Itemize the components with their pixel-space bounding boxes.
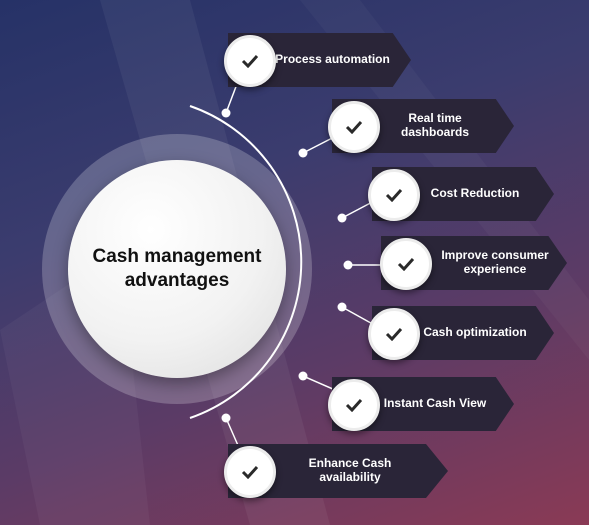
connector-dot-3 <box>337 213 347 223</box>
check-icon <box>241 54 259 68</box>
check-badge-4 <box>380 238 432 290</box>
tag-label: Enhance Cash availability <box>308 456 392 484</box>
tag-label: Real time dashboards <box>400 111 469 139</box>
check-icon <box>345 120 363 134</box>
tag-label: Cost Reduction <box>430 186 520 201</box>
tag-label: Improve consumer experience <box>441 248 549 276</box>
connector-dot-1 <box>221 108 231 118</box>
check-icon <box>241 465 259 479</box>
check-icon <box>385 188 403 202</box>
arc-line <box>189 105 303 419</box>
connector-dot-7 <box>221 413 231 423</box>
check-badge-3 <box>368 169 420 221</box>
center-circle: Cash management advantages <box>68 160 286 378</box>
check-badge-6 <box>328 379 380 431</box>
check-badge-2 <box>328 101 380 153</box>
tag-label: Process automation <box>275 52 390 67</box>
tag-label: Cash optimization <box>423 325 527 340</box>
check-badge-1 <box>224 35 276 87</box>
connector-dot-2 <box>298 148 308 158</box>
connector-dot-5 <box>337 302 347 312</box>
connector-dots <box>221 108 353 423</box>
check-icon <box>385 327 403 341</box>
check-icon <box>345 398 363 412</box>
check-icon <box>397 257 415 271</box>
center-title: Cash management advantages <box>92 246 262 291</box>
check-badge-7 <box>224 446 276 498</box>
connector-dot-6 <box>298 371 308 381</box>
connector-dot-4 <box>343 260 353 270</box>
check-badge-5 <box>368 308 420 360</box>
tag-label: Instant Cash View <box>383 396 487 411</box>
